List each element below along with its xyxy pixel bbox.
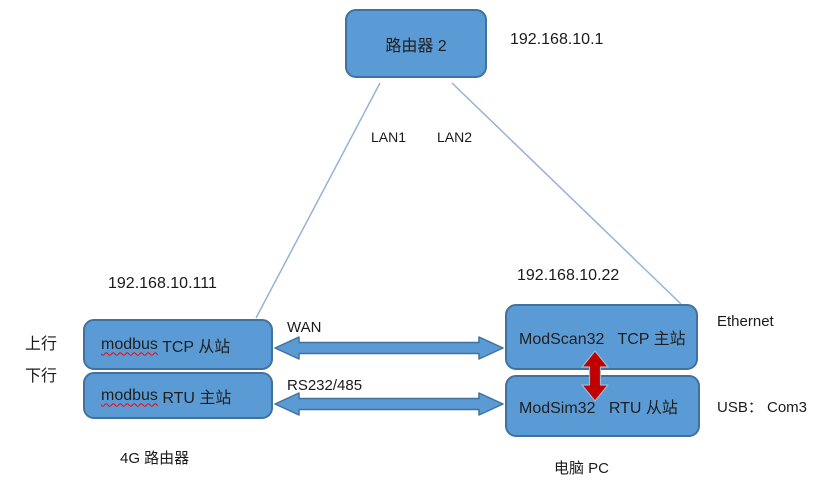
- rs232-485-double-arrow: [274, 392, 504, 416]
- node-modbus-tcp-slave-label: TCP 从站: [157, 338, 231, 356]
- node-modsim32-rtu-slave: ModSim32 RTU 从站: [505, 375, 700, 437]
- lan2-label: LAN2: [437, 129, 473, 145]
- node-modbus-tcp-slave: modbus TCP 从站: [83, 319, 273, 370]
- lan1-connector-line: [255, 82, 381, 319]
- node-router2-label: 路由器 2: [385, 37, 447, 55]
- uplink-label: 上行: [25, 336, 58, 353]
- node-modbus-rtu-master-label: RTU 主站: [157, 389, 232, 407]
- lan1-label: LAN1: [371, 129, 407, 145]
- node-modscan32-label: ModScan32 TCP 主站: [519, 331, 686, 348]
- left-device-ip-label: 192.168.10.111: [108, 275, 217, 292]
- usb-com3-label: USB： Com3: [717, 399, 808, 416]
- node-modsim32-label: ModSim32 RTU 从站: [519, 400, 678, 417]
- pc-caption: 电脑 PC: [554, 460, 610, 477]
- node-modbus-tcp-slave-word: modbus: [101, 335, 158, 353]
- left-device-caption: 4G 路由器: [120, 450, 190, 467]
- pc-ip-label: 192.168.10.22: [517, 267, 620, 284]
- downlink-label: 下行: [25, 368, 58, 385]
- router-ip-label: 192.168.10.1: [510, 31, 604, 48]
- wan-double-arrow: [274, 336, 504, 360]
- wan-link-label: WAN: [287, 319, 322, 336]
- node-modbus-rtu-master: modbus RTU 主站: [83, 372, 273, 419]
- node-modscan32-tcp-master: ModScan32 TCP 主站: [505, 304, 698, 370]
- node-modbus-rtu-master-word: modbus: [101, 386, 158, 404]
- node-router2: 路由器 2: [345, 9, 487, 78]
- ethernet-label: Ethernet: [717, 313, 774, 330]
- rs232-485-link-label: RS232/485: [287, 377, 363, 394]
